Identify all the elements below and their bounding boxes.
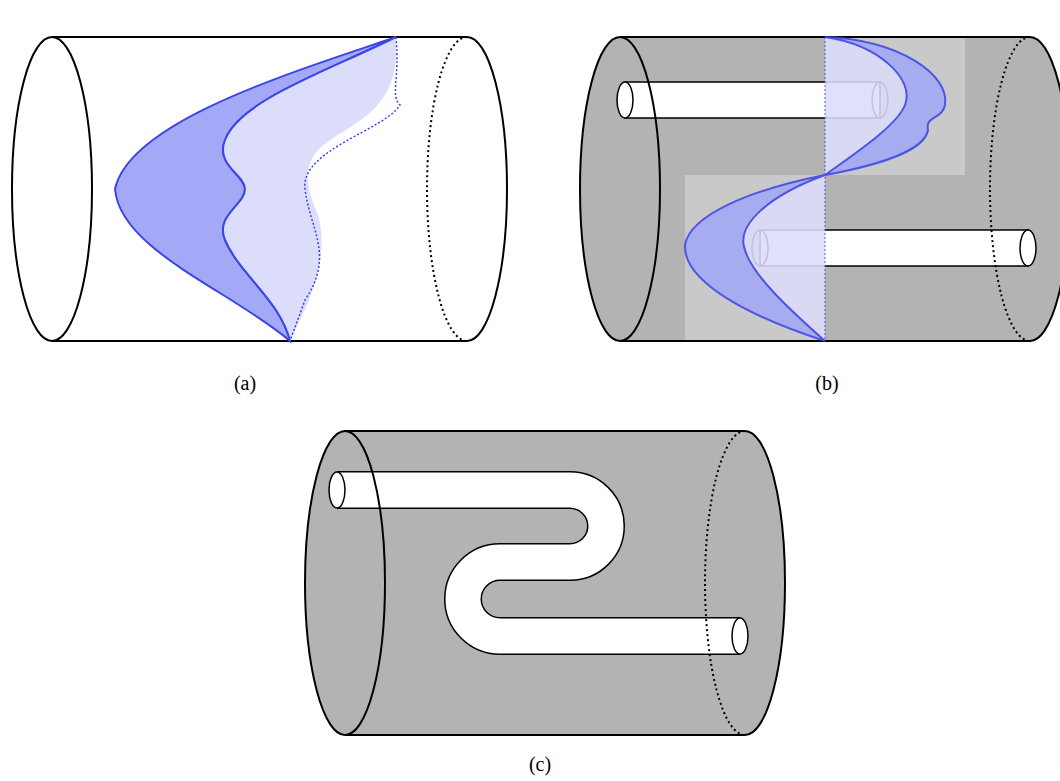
subfigure-label: (b): [815, 372, 838, 395]
cylinder-a: [12, 37, 507, 341]
subfigure-label: (c): [529, 753, 551, 776]
cylinder-b: [580, 37, 1060, 341]
surface-b: [685, 37, 945, 341]
subfigure-label: (a): [234, 372, 256, 395]
cylinder-c: [305, 431, 785, 735]
surface-a: [115, 37, 400, 341]
